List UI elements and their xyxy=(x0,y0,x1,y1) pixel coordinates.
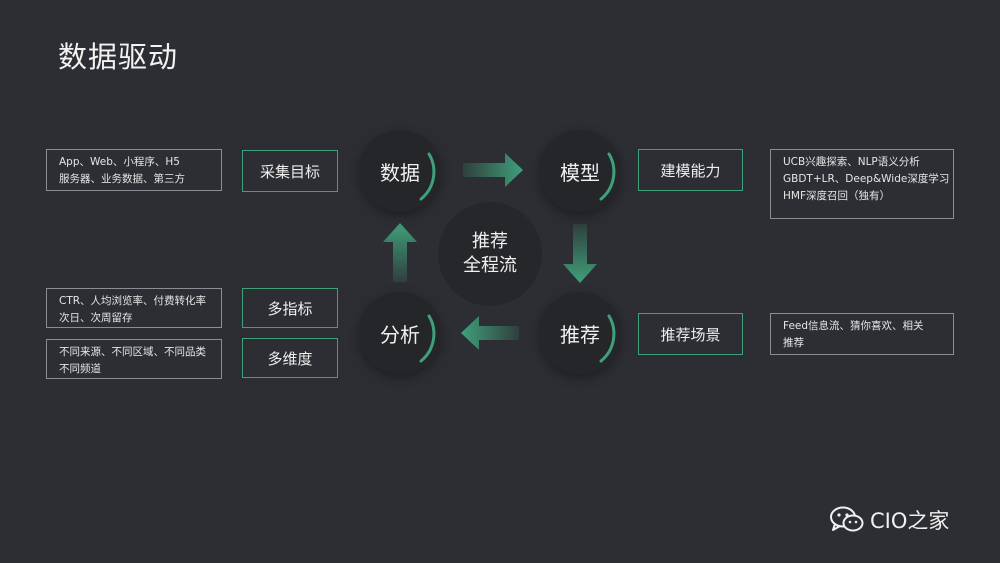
info-model-caps: UCB兴趣探索、NLP语义分析 GBDT+LR、Deep&Wide深度学习 HM… xyxy=(770,149,954,219)
label-scene: 推荐场景 xyxy=(638,313,743,355)
label-multi-metric: 多指标 xyxy=(242,288,338,328)
arrow-down xyxy=(563,224,597,283)
node-center: 推荐 全程流 xyxy=(438,202,542,306)
node-data: 数据 xyxy=(359,130,441,212)
brand-logo: CIO之家 xyxy=(830,505,949,535)
page-title: 数据驱动 xyxy=(58,40,179,74)
node-model: 模型 xyxy=(539,130,621,212)
info-sources: App、Web、小程序、H5 服务器、业务数据、第三方 xyxy=(46,149,222,191)
label-multi-dim: 多维度 xyxy=(242,338,338,378)
center-line-1: 推荐 xyxy=(472,231,508,252)
arrow-left xyxy=(461,316,519,350)
node-analysis: 分析 xyxy=(359,292,441,374)
label-modeling: 建模能力 xyxy=(638,149,743,191)
node-recommend: 推荐 xyxy=(539,292,621,374)
info-dims: 不同来源、不同区域、不同品类 不同频道 xyxy=(46,339,222,379)
center-line-2: 全程流 xyxy=(463,255,517,276)
brand-name: CIO之家 xyxy=(870,509,950,533)
info-scenes: Feed信息流、猜你喜欢、相关 推荐 xyxy=(770,313,954,355)
info-metrics: CTR、人均浏览率、付费转化率 次日、次周留存 xyxy=(46,288,222,328)
arrow-right xyxy=(463,153,523,187)
wechat-icon xyxy=(830,506,864,532)
arrow-up xyxy=(383,223,417,282)
label-collect: 采集目标 xyxy=(242,150,338,192)
